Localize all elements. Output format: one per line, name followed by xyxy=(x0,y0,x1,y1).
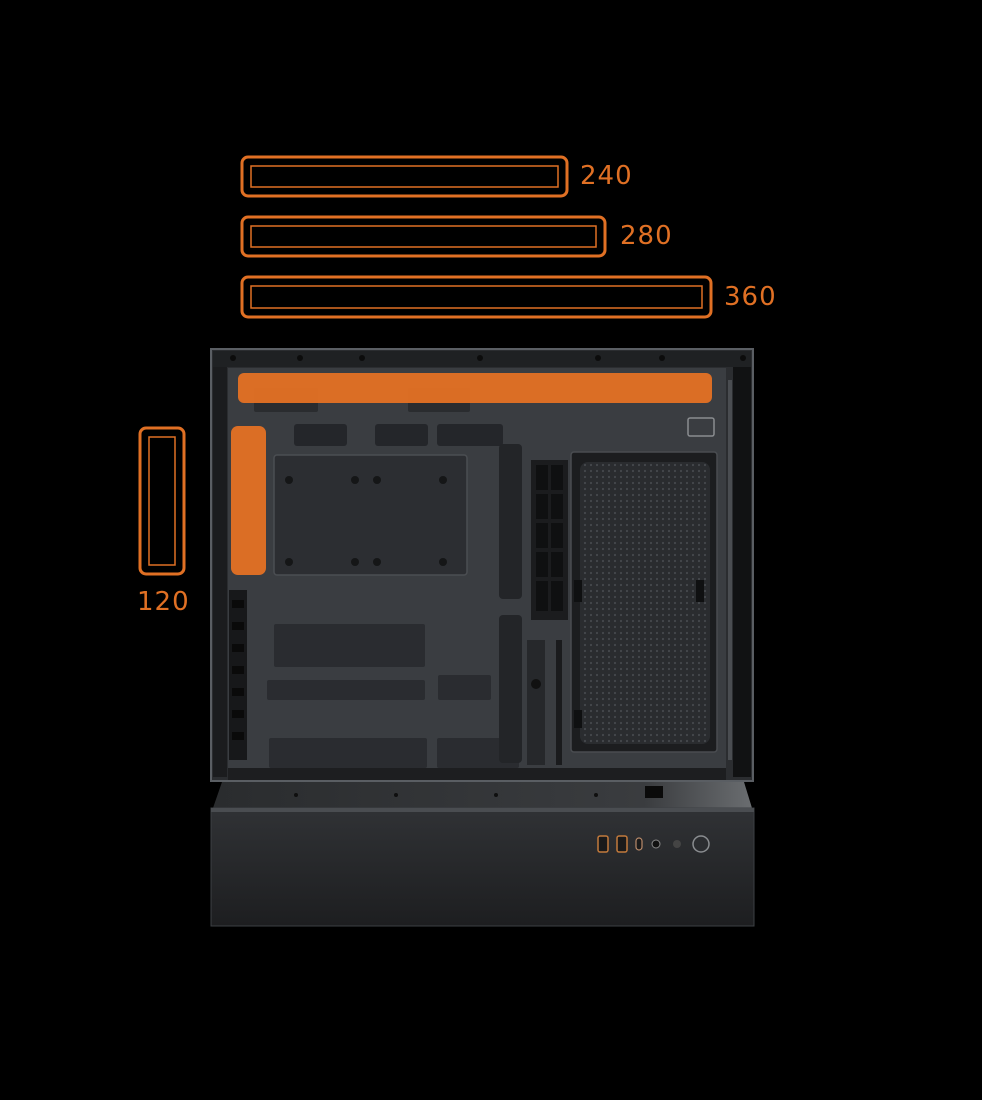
top-radiator-highlight xyxy=(238,373,712,403)
radiator-120-label: 120 xyxy=(137,587,190,617)
radiator-280-outline xyxy=(240,215,607,258)
usb-port-icon xyxy=(597,835,609,853)
pc-case xyxy=(210,348,754,782)
reset-button-icon xyxy=(673,840,681,848)
psu-shroud xyxy=(210,782,755,927)
power-button-icon xyxy=(692,835,710,853)
radiator-360-label: 360 xyxy=(724,282,777,312)
front-io-panel xyxy=(597,835,710,853)
case-rear-pillar xyxy=(213,367,227,777)
radiator-120-outline xyxy=(138,426,186,576)
cpu-cutout xyxy=(273,454,468,576)
radiator-240-label: 240 xyxy=(580,161,633,191)
side-radiator-highlight xyxy=(231,426,266,575)
audio-jack-icon xyxy=(651,839,661,849)
radiator-360-outline xyxy=(240,275,713,319)
dust-filter-strip xyxy=(531,460,568,620)
usb-c-port-icon xyxy=(635,837,643,851)
expansion-slots xyxy=(229,590,247,760)
usb-port-icon xyxy=(616,835,628,853)
case-front-pillar xyxy=(733,367,751,777)
front-mesh-panel xyxy=(570,451,718,753)
radiator-240-outline xyxy=(240,155,569,198)
radiator-280-label: 280 xyxy=(620,221,673,251)
